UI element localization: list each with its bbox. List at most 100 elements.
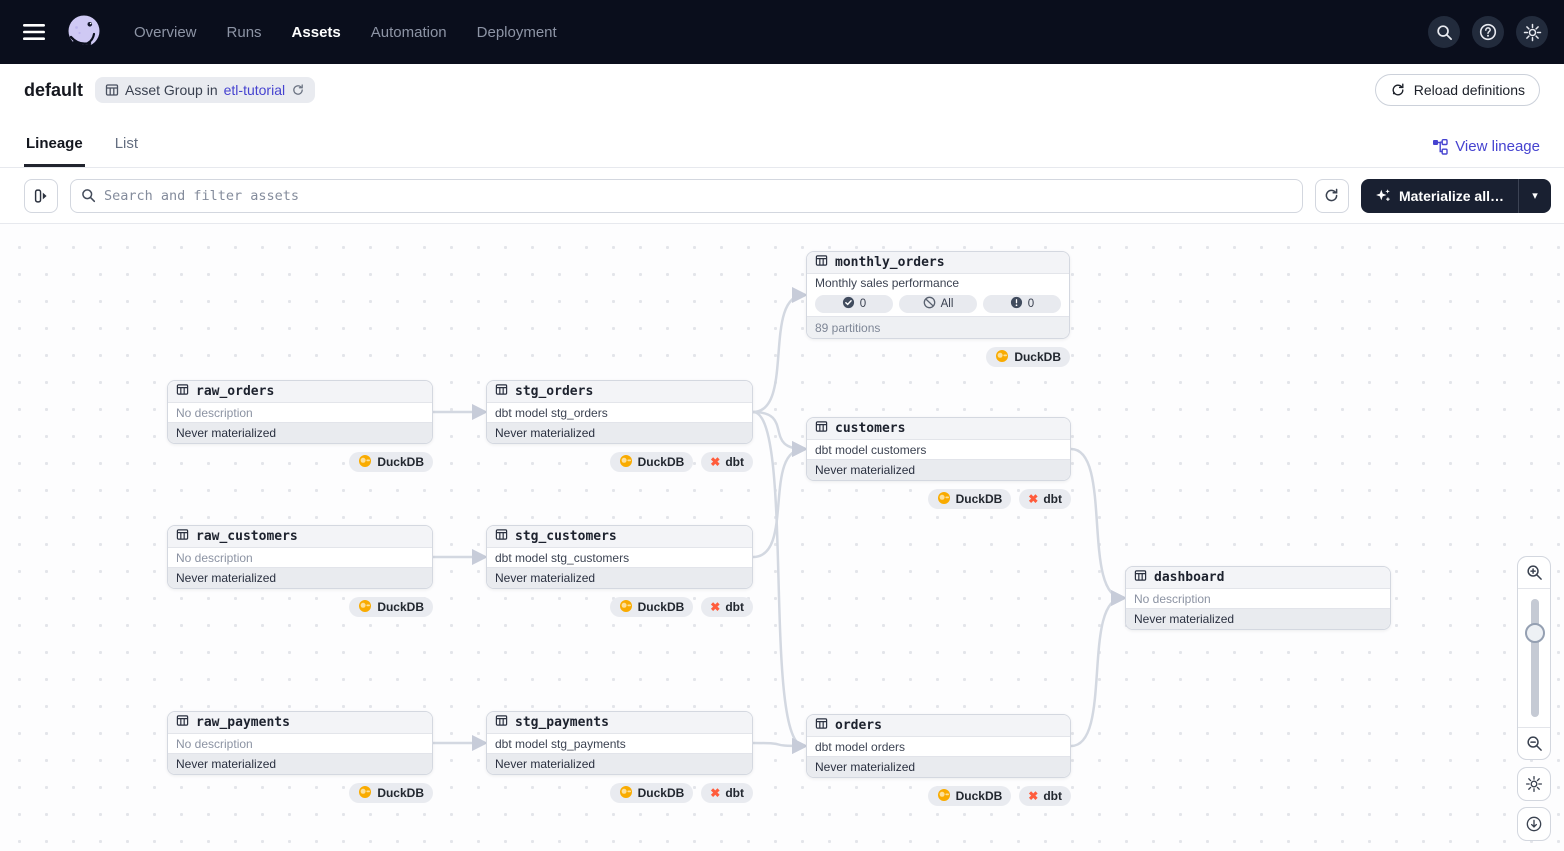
tag-dbt[interactable]: ✖dbt (701, 783, 753, 803)
asset-tags: DuckDB (167, 452, 433, 472)
zoom-out-icon[interactable] (1518, 727, 1550, 759)
refresh-icon[interactable] (1314, 178, 1349, 213)
search-input[interactable] (104, 187, 1292, 204)
slash-circle-icon (923, 296, 936, 312)
asset-description: No description (176, 550, 253, 565)
edge-orders-to-dashboard (1070, 589, 1128, 748)
nav-item-deployment[interactable]: Deployment (476, 23, 557, 41)
materialize-all-button[interactable]: Materialize all… (1360, 178, 1518, 213)
asset-table-icon (176, 714, 189, 732)
graph-settings-gear-icon[interactable] (1517, 767, 1551, 801)
edge-stg_orders-to-orders (752, 410, 809, 755)
badge-refresh-icon[interactable] (291, 83, 305, 97)
dagster-logo[interactable] (64, 12, 104, 52)
asset-table-icon (495, 528, 508, 546)
materialize-dropdown-caret[interactable]: ▾ (1518, 178, 1551, 213)
table-icon (105, 84, 119, 96)
asset-description: No description (1134, 591, 1211, 606)
nav-item-overview[interactable]: Overview (134, 23, 197, 41)
edge-stg_payments-to-orders (752, 737, 809, 755)
materialization-status: Never materialized (487, 753, 752, 774)
tag-duckdb[interactable]: DuckDB (927, 786, 1012, 806)
settings-gear-icon[interactable] (1516, 16, 1548, 48)
asset-description: Monthly sales performance (815, 276, 960, 290)
tag-duckdb[interactable]: DuckDB (349, 783, 433, 803)
zoom-slider[interactable] (1518, 589, 1550, 727)
nav-actions (1428, 16, 1548, 48)
dbt-icon: ✖ (1028, 492, 1039, 506)
asset-description: dbt model stg_payments (495, 736, 626, 751)
view-lineage-link[interactable]: View lineage (1432, 138, 1540, 167)
page-title: default (24, 79, 84, 100)
partition-badge-alert-circle: 0 (983, 295, 1061, 313)
dbt-icon: ✖ (710, 455, 721, 469)
tag-duckdb[interactable]: DuckDB (609, 783, 694, 803)
duckdb-icon (358, 454, 372, 471)
asset-search-box (70, 178, 1303, 213)
asset-title: orders (835, 718, 882, 733)
duckdb-icon (937, 491, 951, 508)
zoom-in-icon[interactable] (1518, 557, 1550, 589)
reload-definitions-button[interactable]: Reload definitions (1374, 74, 1540, 106)
asset-title: stg_customers (515, 529, 617, 544)
duckdb-icon (358, 785, 372, 802)
asset-tags: DuckDB ✖dbt (486, 597, 753, 617)
partition-badge-slash-circle: All (899, 295, 977, 313)
tag-dbt[interactable]: ✖dbt (1019, 786, 1071, 806)
materialization-status: Never materialized (487, 422, 752, 443)
tag-duckdb[interactable]: DuckDB (349, 452, 433, 472)
asset-tags: DuckDB ✖dbt (806, 489, 1071, 509)
asset-title: raw_orders (196, 384, 275, 399)
nav-item-runs[interactable]: Runs (226, 23, 262, 41)
asset-table-icon (176, 383, 189, 401)
nav-item-assets[interactable]: Assets (291, 23, 341, 41)
materialize-split-button: Materialize all… ▾ (1360, 178, 1551, 213)
top-nav: Overview Runs Assets Automation Deployme… (0, 0, 1564, 64)
asset-table-icon (176, 528, 189, 546)
recenter-icon[interactable] (1517, 807, 1551, 841)
asset-title: raw_payments (196, 715, 290, 730)
tag-duckdb[interactable]: DuckDB (349, 597, 433, 617)
tag-dbt[interactable]: ✖dbt (701, 452, 753, 472)
primary-nav: Overview Runs Assets Automation Deployme… (134, 24, 557, 41)
code-location-link[interactable]: etl-tutorial (223, 82, 286, 98)
asset-description: dbt model customers (815, 442, 927, 457)
lineage-icon (1433, 138, 1448, 155)
nav-item-automation[interactable]: Automation (370, 23, 447, 41)
help-icon[interactable] (1472, 16, 1504, 48)
asset-description: dbt model stg_customers (495, 550, 630, 565)
sidebar-toggle-icon[interactable] (24, 178, 58, 213)
sparkle-icon (1376, 188, 1390, 201)
tag-dbt[interactable]: ✖dbt (1019, 489, 1071, 509)
tag-dbt[interactable]: ✖dbt (701, 597, 753, 617)
asset-description: No description (176, 405, 253, 420)
alert-circle-icon (1010, 296, 1023, 312)
zoom-slider-handle[interactable] (1525, 623, 1545, 643)
asset-tags: DuckDB (167, 783, 433, 803)
tag-duckdb[interactable]: DuckDB (609, 597, 694, 617)
reload-icon (1392, 83, 1404, 96)
tab-list[interactable]: List (113, 135, 140, 167)
tag-duckdb[interactable]: DuckDB (927, 489, 1012, 509)
tag-duckdb[interactable]: DuckDB (986, 347, 1070, 367)
hamburger-menu-icon[interactable] (16, 14, 52, 50)
asset-tags: DuckDB (167, 597, 433, 617)
tag-duckdb[interactable]: DuckDB (609, 452, 694, 472)
tab-lineage[interactable]: Lineage (24, 135, 85, 167)
zoom-slider-track[interactable] (1531, 599, 1539, 717)
asset-table-icon (1134, 569, 1147, 587)
search-icon[interactable] (1428, 16, 1460, 48)
asset-title: customers (835, 421, 906, 436)
dbt-icon: ✖ (1028, 789, 1039, 803)
